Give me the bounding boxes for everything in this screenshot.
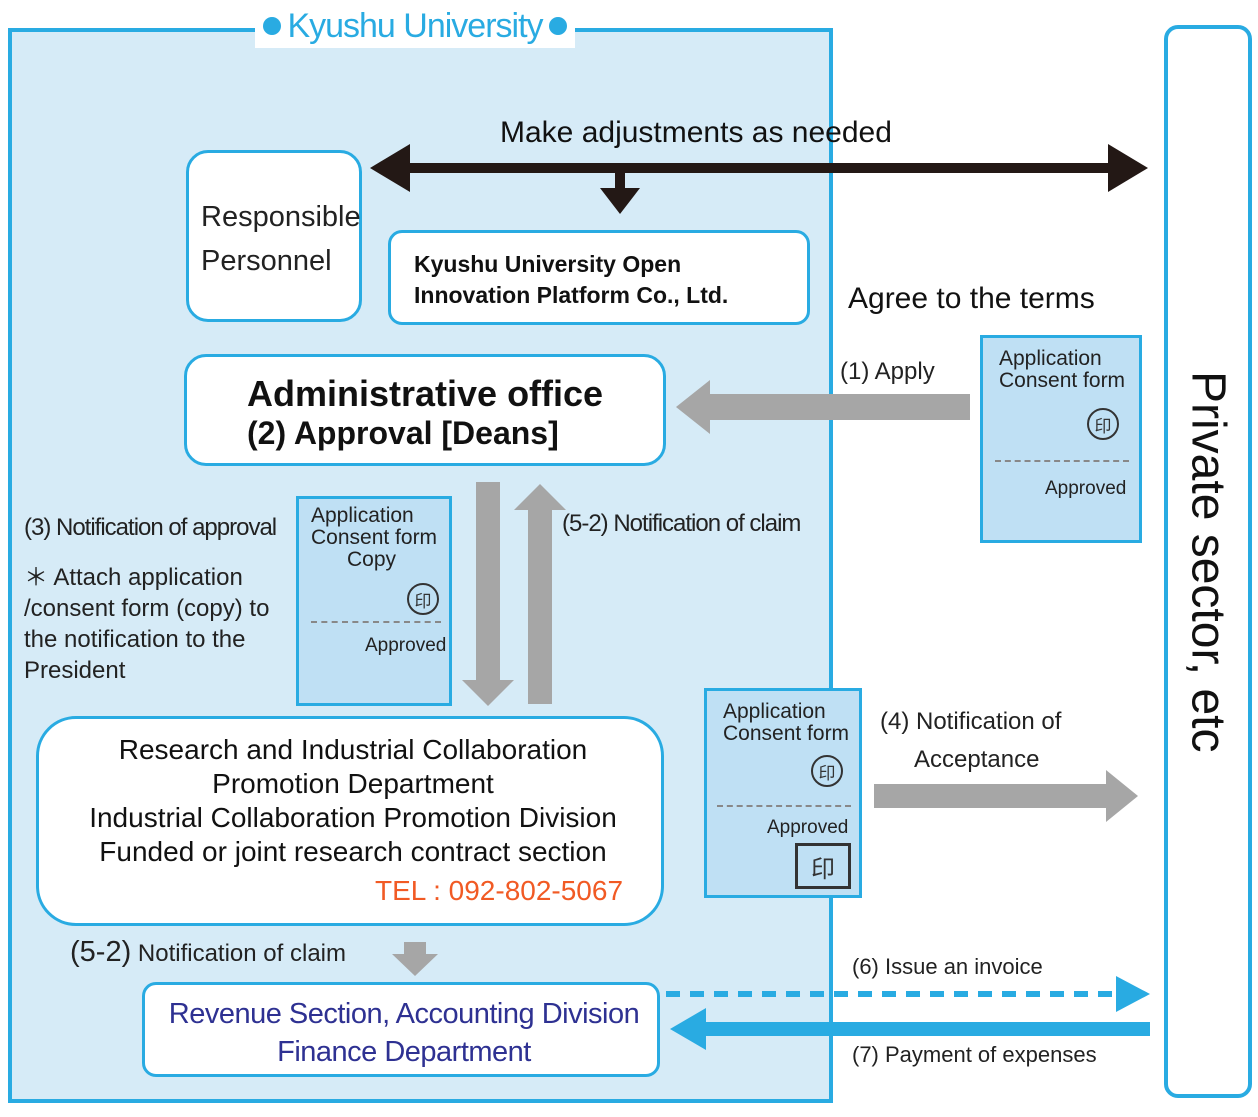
attach-line4: President — [24, 657, 126, 684]
responsible-line1: Responsible — [201, 201, 361, 233]
claim-bottom-text: Notification of claim — [137, 940, 346, 967]
claim-bottom-label: (5-2) Notification of claim — [70, 936, 346, 969]
form2-status: Approved — [365, 635, 447, 656]
research-department-box: Research and Industrial Collaboration Pr… — [36, 716, 664, 926]
claim-up-arrow — [514, 484, 566, 704]
application-consent-form-3: Application Consent form 印 Approved 印 — [704, 688, 862, 898]
revenue-section-box: Revenue Section, Accounting Division Fin… — [142, 982, 660, 1077]
form3-line1: Application — [723, 700, 826, 723]
form1-line1: Application — [999, 347, 1102, 370]
acceptance-arrow — [874, 770, 1138, 822]
invoice-arrow — [666, 976, 1150, 1012]
form1-signature-line — [995, 460, 1129, 462]
research-line2: Promotion Department — [212, 768, 494, 799]
attach-line1: ＊ Attach application — [24, 564, 243, 591]
university-title: Kyushu University — [255, 4, 575, 48]
seal-icon: 印 — [1087, 408, 1119, 440]
platform-line1: Kyushu University Open — [414, 251, 682, 277]
research-tel: TEL : 092-802-5067 — [375, 875, 624, 906]
dot-left-icon — [263, 17, 282, 35]
form3-signature-line — [717, 805, 851, 807]
research-line4: Funded or joint research contract sectio… — [99, 836, 607, 867]
acceptance-label-2: Acceptance — [914, 746, 1040, 773]
application-consent-form-1: Application Consent form 印 Approved — [980, 335, 1142, 543]
payment-arrow — [670, 1008, 1150, 1050]
invoice-label: (6) Issue an invoice — [852, 954, 1043, 979]
dot-right-icon — [548, 17, 567, 35]
form2-line3: Copy — [347, 548, 397, 571]
form2-line1: Application — [311, 504, 414, 527]
administrative-office-box: Administrative office (2) Approval [Dean… — [184, 354, 666, 466]
application-consent-form-copy: Application Consent form Copy 印 Approved — [296, 496, 452, 706]
claim-down-arrow — [392, 942, 438, 976]
private-sector-label: Private sector, etc — [1164, 25, 1252, 1098]
payment-label: (7) Payment of expenses — [852, 1042, 1097, 1067]
platform-line2: Innovation Platform Co., Ltd. — [414, 282, 729, 308]
apply-arrow — [676, 380, 970, 434]
revenue-line1: Revenue Section, Accounting Division — [168, 998, 640, 1030]
claim-bottom-number: (5-2) — [70, 936, 132, 968]
claim-right-label: (5-2) Notification of claim — [562, 510, 801, 537]
admin-title: Administrative office — [247, 373, 604, 414]
private-sector-text: Private sector, etc — [1181, 370, 1235, 753]
university-title-text: Kyushu University — [287, 6, 543, 45]
open-innovation-platform-box: Kyushu University Open Innovation Platfo… — [388, 230, 810, 325]
adjust-double-arrow — [370, 144, 1148, 214]
form2-signature-line — [311, 621, 441, 623]
responsible-line2: Personnel — [201, 245, 332, 277]
admin-approval: (2) Approval [Deans] — [247, 415, 559, 451]
form2-line2: Consent form — [311, 526, 438, 549]
acceptance-label-1: (4) Notification of — [880, 708, 1062, 735]
attach-line3: the notification to the — [24, 626, 246, 653]
form1-status: Approved — [1045, 478, 1127, 499]
notify-approval-label: (3) Notification of approval — [24, 514, 277, 541]
agree-label: Agree to the terms — [848, 282, 1095, 315]
apply-label: (1) Apply — [840, 358, 935, 385]
form1-line2: Consent form — [999, 369, 1126, 392]
attach-note: ＊ Attach application /consent form (copy… — [24, 562, 269, 686]
seal-icon: 印 — [811, 755, 843, 787]
private-sector-panel — [1164, 25, 1252, 1098]
revenue-line2: Finance Department — [277, 1036, 531, 1068]
form3-line2: Consent form — [723, 722, 850, 745]
approval-down-arrow — [462, 482, 514, 706]
approval-stamp-icon: 印 — [795, 843, 851, 889]
adjust-label: Make adjustments as needed — [500, 116, 892, 149]
research-line1: Research and Industrial Collaboration — [118, 734, 588, 765]
research-line3: Industrial Collaboration Promotion Divis… — [89, 802, 617, 833]
seal-icon: 印 — [407, 583, 439, 615]
responsible-personnel-box: Responsible Personnel — [186, 150, 362, 322]
form3-status: Approved — [767, 817, 849, 838]
attach-line2: /consent form (copy) to — [24, 595, 270, 622]
